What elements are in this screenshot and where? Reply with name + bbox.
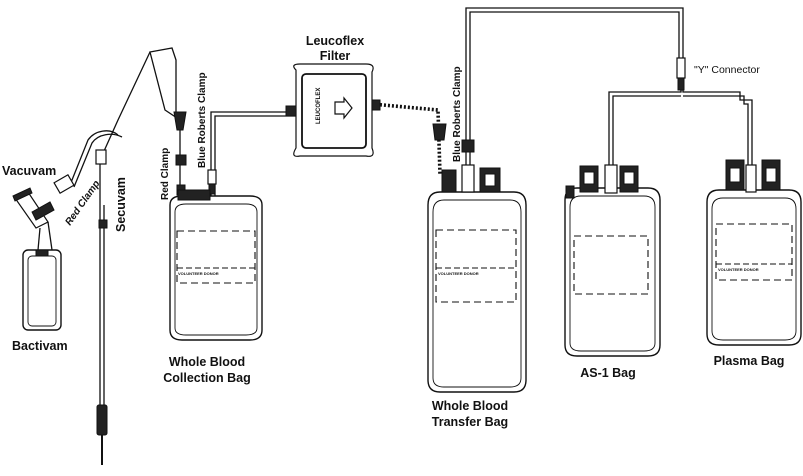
flow-arrow-icon [334,96,353,120]
whole-blood-transfer-bag: VOLUNTEER DONOR [427,164,527,393]
secuvam-label: Secuvam [114,177,128,232]
blue-roberts-clamp-2-label: Blue Roberts Clamp [452,66,463,162]
y-to-plasma-line [682,90,753,165]
donor-needle [95,149,108,465]
vacuvam-label: Vacuvam [2,164,56,178]
red-clamp-label: Red Clamp [160,148,171,200]
plasma-bag-ports [725,159,781,193]
collection-to-filter-tube [210,111,296,196]
volunteer-donor-text-3: VOLUNTEER DONOR [718,267,759,272]
as-1-bag [564,164,661,357]
leucoflex-filter: LEUCOFLEX [285,63,381,157]
blue-roberts-clamp-2 [432,123,475,153]
volunteer-donor-text-2: VOLUNTEER DONOR [438,271,479,276]
collection-bag-label-line2: Collection Bag [163,371,251,385]
plasma-bag: VOLUNTEER DONOR [706,159,802,346]
y-to-as1-line [608,90,682,165]
filter-brand-text: LEUCOFLEX [316,88,322,124]
collection-to-filter-tube-2 [214,115,296,196]
volunteer-donor-text-1: VOLUNTEER DONOR [178,271,219,276]
transfer-bag-label-line2: Transfer Bag [432,415,508,429]
bactivam-label: Bactivam [12,339,68,353]
sampling-branch [69,130,119,186]
plasma-bag-label: Plasma Bag [714,354,785,368]
leucoflex-label-line2: Filter [320,49,351,63]
sampling-branch-2 [73,133,123,188]
filter-outlet-tube [371,102,442,176]
bactivam-bottle [22,249,62,331]
blue-roberts-clamp-1 [207,169,217,195]
y-connector-label: "Y" Connector [694,64,760,76]
transfer-bag-ports [441,164,501,193]
blue-roberts-clamp-1-label: Blue Roberts Clamp [197,72,208,168]
transfer-bag-label-line1: Whole Blood [432,399,508,413]
vacuvam-holder [12,173,75,251]
y-to-as1-line-2 [612,95,681,165]
whole-blood-collection-bag: VOLUNTEER DONOR [169,189,263,341]
tubing-network [69,7,753,420]
leucoflex-label-line1: Leucoflex [306,34,364,48]
as-1-bag-label: AS-1 Bag [580,366,636,380]
top-transfer-line-2 [469,11,680,170]
y-connector [676,57,686,91]
y-to-plasma-line-2 [683,95,749,165]
top-transfer-line [465,7,684,170]
collection-bag-label-line1: Whole Blood [169,355,245,369]
donor-line-left [99,51,151,205]
as1-bag-ports [565,164,639,199]
